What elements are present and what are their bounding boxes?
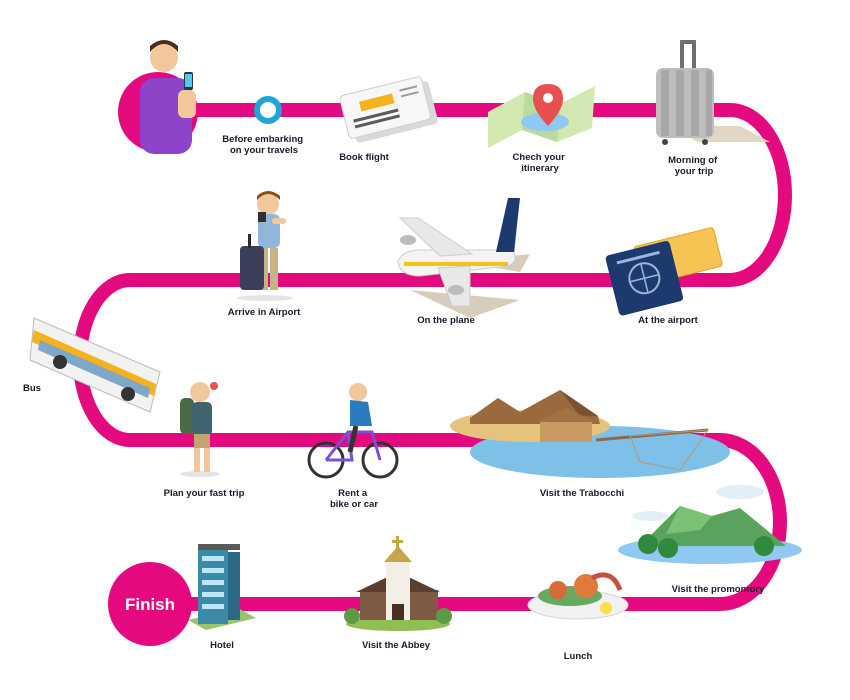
person-with-phone-icon [140,40,196,154]
suitcase-icon [656,40,770,145]
step-label-lunch: Lunch [564,651,593,662]
step-label-visit-promontory: Visit the promontory [672,584,765,595]
start-marker-ring [254,96,282,124]
step-label-before-embarking: Before embarking on your travels [222,134,305,156]
step-label-at-the-airport: At the airport [638,315,698,326]
flight-ticket-icon [339,76,438,143]
bus-icon [29,317,161,413]
step-label-morning-of-trip: Morning of your trip [668,155,720,177]
step-label-bus: Bus [23,383,41,394]
promontory-island-icon [618,485,802,564]
step-label-rent-bike-or-car: Rent a bike or car [330,488,378,510]
abbey-church-icon [344,536,452,631]
step-label-check-itinerary: Chech your itinerary [513,152,568,174]
step-label-book-flight: Book flight [339,152,389,163]
hiker-icon [180,382,220,477]
traveler-with-luggage-icon [237,191,293,301]
finish-label: Finish [125,595,175,614]
step-labels: Before embarking on your travels Book fl… [23,134,765,662]
trabocco-island-icon [450,390,730,478]
step-label-on-the-plane: On the plane [417,315,475,326]
bicycle-icon [307,383,399,479]
seafood-plate-icon [527,572,629,620]
step-label-visit-abbey: Visit the Abbey [362,640,431,651]
airplane-icon [397,198,530,318]
map-pin-icon [488,84,595,148]
step-label-hotel: Hotel [210,640,234,651]
step-label-visit-trabocchi: Visit the Trabocchi [540,488,624,499]
hotel-building-icon [188,544,256,630]
step-label-arrive-in-airport: Arrive in Airport [228,307,301,318]
finish-badge: Finish [108,562,192,646]
step-label-plan-fast-trip: Plan your fast trip [164,488,245,499]
passport-icon [605,227,723,316]
